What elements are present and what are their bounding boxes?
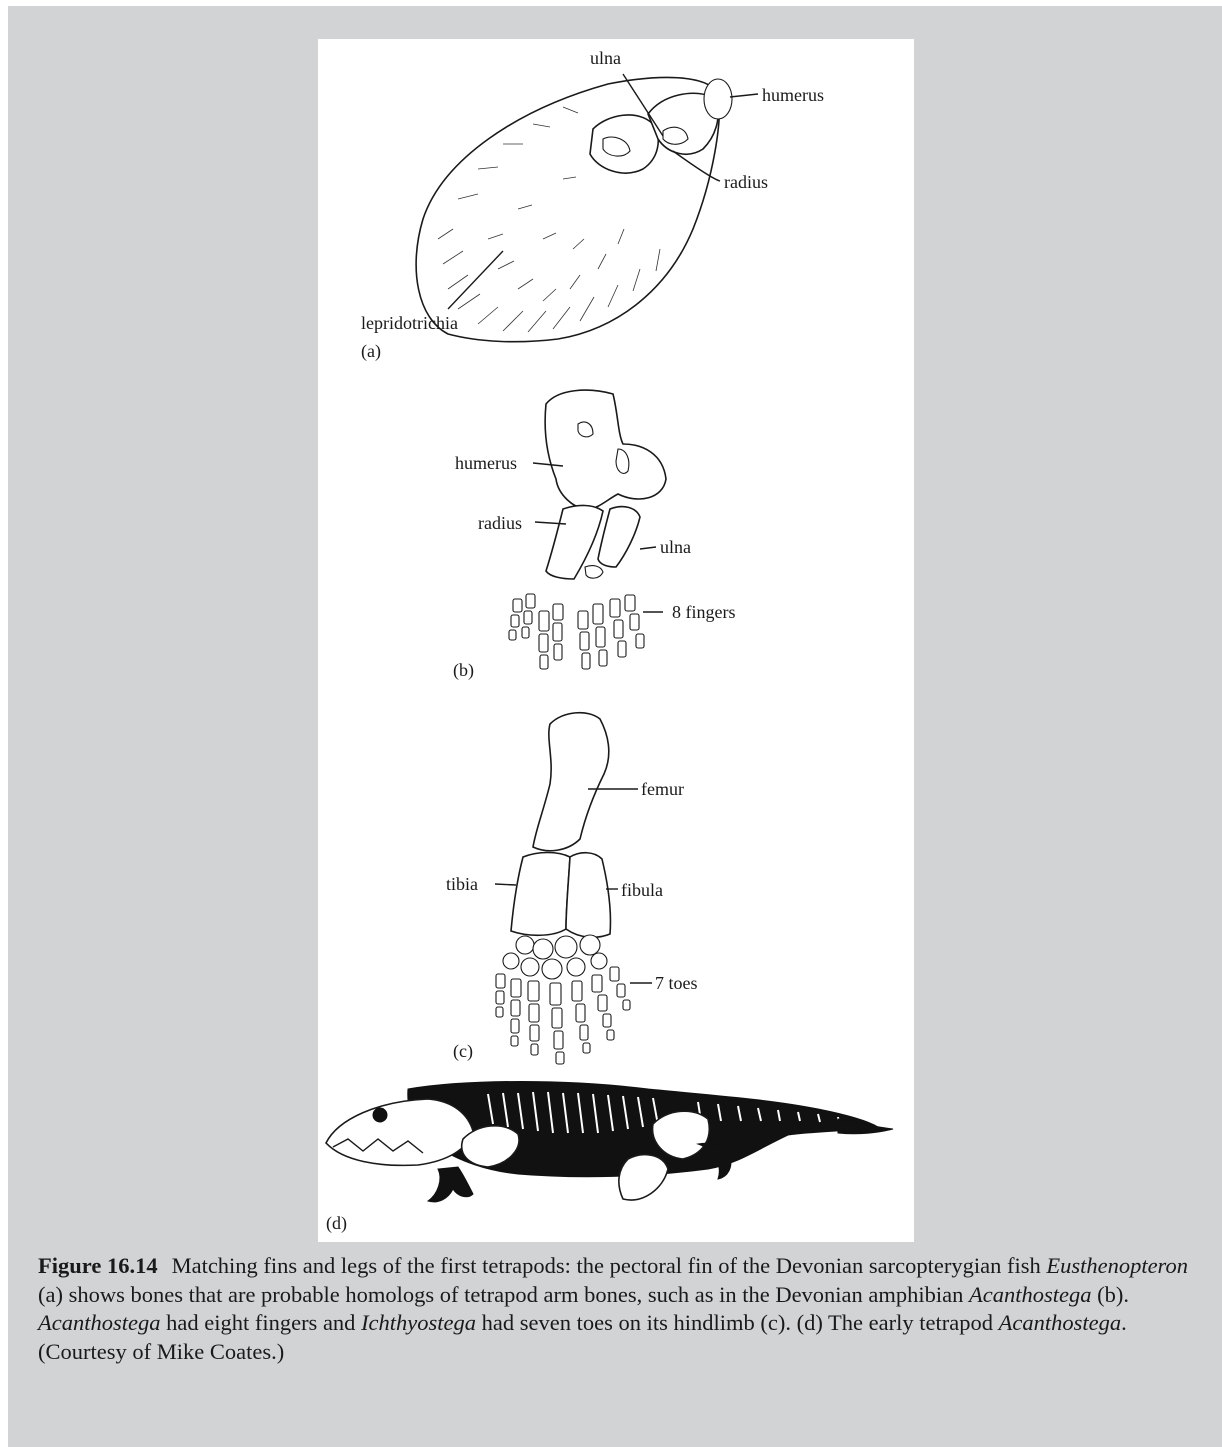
caption-text-2: (a) shows bones that are probable homolo… bbox=[38, 1282, 969, 1307]
caption-text-3: (b). bbox=[1092, 1282, 1130, 1307]
label-b-ulna: ulna bbox=[660, 537, 691, 557]
label-a-lepidotrichia: lepridotrichia bbox=[361, 313, 458, 333]
label-a-ulna: ulna bbox=[590, 48, 621, 68]
label-c-tibia: tibia bbox=[446, 874, 478, 894]
panel-d-skeleton-drawing bbox=[326, 1082, 893, 1202]
label-a-radius: radius bbox=[724, 172, 768, 192]
panel-b-forelimb-drawing bbox=[509, 390, 666, 669]
panel-d-tag: (d) bbox=[326, 1213, 347, 1234]
caption-text-5: had seven toes on its hindlimb (c). (d) … bbox=[476, 1310, 999, 1335]
figure-caption: Figure 16.14 Matching fins and legs of th… bbox=[38, 1252, 1188, 1366]
label-b-radius: radius bbox=[478, 513, 522, 533]
figure-panel: ulna humerus radius lepridotrichia (a) h… bbox=[318, 39, 914, 1242]
panel-a-tag: (a) bbox=[361, 341, 381, 362]
panel-a-fin-drawing bbox=[416, 74, 758, 342]
label-b-humerus: humerus bbox=[455, 453, 517, 473]
label-c-femur: femur bbox=[641, 779, 684, 799]
figure-number: Figure 16.14 bbox=[38, 1253, 158, 1278]
caption-taxon-acanthostega-2: Acanthostega bbox=[38, 1310, 160, 1335]
label-a-humerus: humerus bbox=[762, 85, 824, 105]
caption-taxon-ichthyostega: Ichthyostega bbox=[361, 1310, 476, 1335]
panel-b-tag: (b) bbox=[453, 660, 474, 681]
caption-taxon-eusthenopteron: Eusthenopteron bbox=[1046, 1253, 1188, 1278]
caption-text-1: Matching fins and legs of the first tetr… bbox=[172, 1253, 1047, 1278]
panel-c-tag: (c) bbox=[453, 1041, 473, 1062]
label-b-fingers: 8 fingers bbox=[672, 602, 735, 622]
caption-taxon-acanthostega-3: Acanthostega bbox=[999, 1310, 1121, 1335]
caption-text-4: had eight fingers and bbox=[160, 1310, 361, 1335]
figure-illustration: ulna humerus radius lepridotrichia (a) h… bbox=[318, 39, 914, 1242]
label-c-fibula: fibula bbox=[621, 880, 663, 900]
caption-taxon-acanthostega-1: Acanthostega bbox=[969, 1282, 1091, 1307]
label-c-toes: 7 toes bbox=[655, 973, 698, 993]
